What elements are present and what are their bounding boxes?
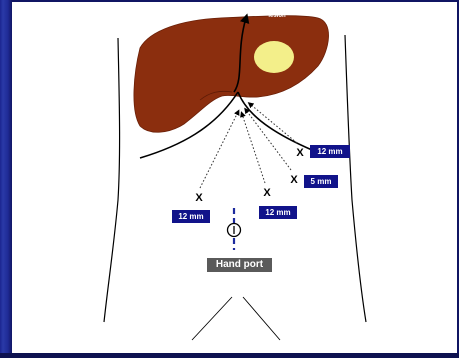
port-mark-middle: X — [262, 188, 272, 199]
torso-left-outline — [104, 38, 120, 322]
label-12mm-top-right: 12 mm — [310, 145, 350, 158]
leg-left-line — [192, 297, 232, 340]
costal-margin-right — [238, 92, 312, 150]
label-hand-port: Hand port — [207, 258, 272, 272]
trocar-path-middle — [242, 114, 265, 183]
trocar-path-left — [200, 112, 238, 188]
leg-right-line — [243, 297, 280, 340]
trocar-path-top-right — [250, 104, 297, 143]
liver-lesion — [254, 41, 294, 73]
label-5mm: 5 mm — [304, 175, 338, 188]
port-mark-5mm: X — [289, 175, 299, 186]
lesion-caption: lesion — [260, 12, 294, 20]
liver-shape — [134, 16, 329, 133]
port-mark-top-right: X — [295, 148, 305, 159]
label-12mm-left: 12 mm — [172, 210, 210, 223]
port-mark-left: X — [194, 193, 204, 204]
label-12mm-middle: 12 mm — [259, 206, 297, 219]
torso-right-outline — [345, 35, 366, 322]
